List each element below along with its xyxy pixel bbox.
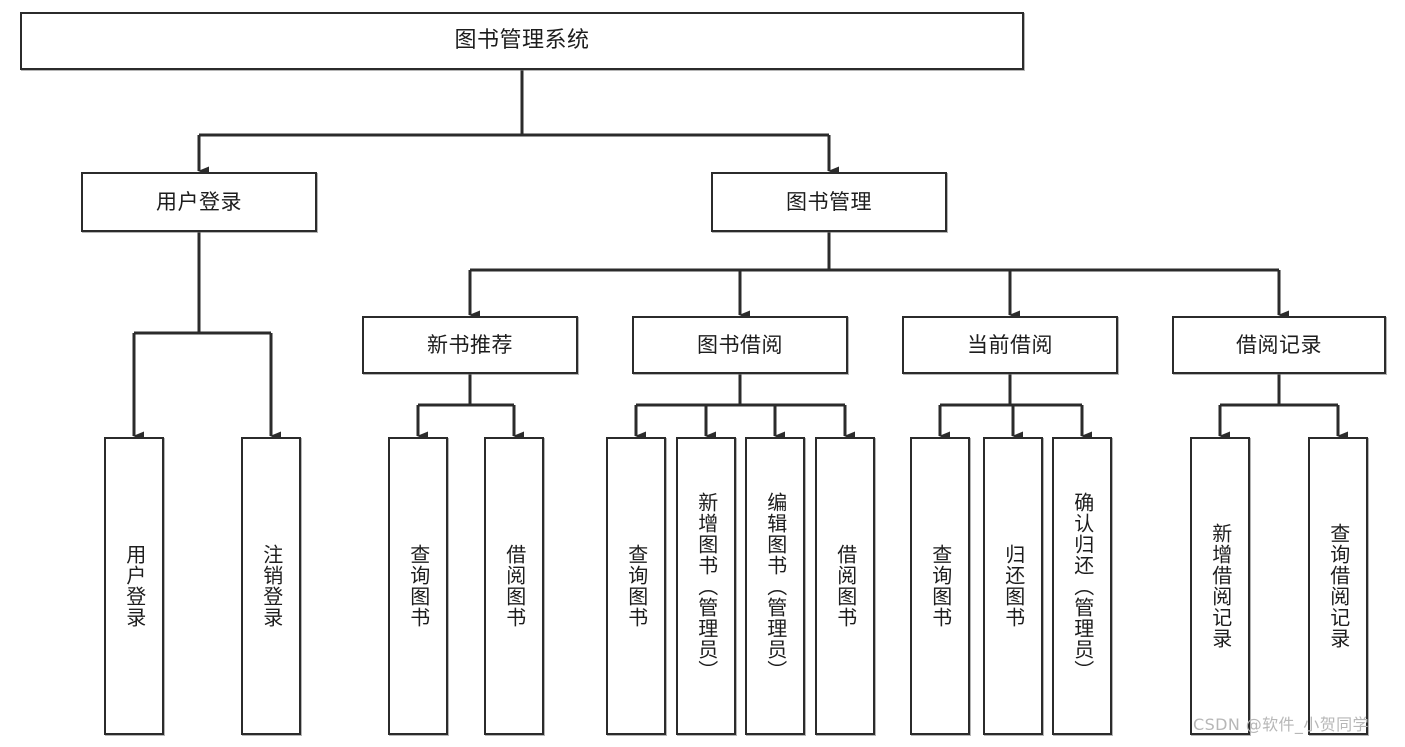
node-book-manage[interactable]: 图书管理 [711, 172, 947, 232]
node-label: 借阅图书 [502, 544, 527, 628]
node-label: 查询借阅记录 [1326, 523, 1351, 649]
node-leaf-query-record[interactable]: 查询借阅记录 [1308, 437, 1368, 735]
node-label: 编辑图书（管理员） [763, 491, 788, 681]
node-label: 确认归还（管理员） [1070, 491, 1095, 681]
node-current-borrow[interactable]: 当前借阅 [902, 316, 1118, 374]
connector-group [132, 70, 1348, 441]
node-label: 新增借阅记录 [1208, 523, 1233, 649]
node-leaf-borrow-book-2[interactable]: 借阅图书 [815, 437, 875, 735]
node-label: 借阅记录 [1236, 332, 1322, 357]
node-leaf-confirm-return[interactable]: 确认归还（管理员） [1052, 437, 1112, 735]
node-label: 新增图书（管理员） [694, 491, 719, 681]
node-user-login[interactable]: 用户登录 [81, 172, 317, 232]
node-label: 查询图书 [406, 544, 431, 628]
node-label: 借阅图书 [833, 544, 858, 628]
node-leaf-add-book[interactable]: 新增图书（管理员） [676, 437, 736, 735]
node-label: 用户登录 [156, 189, 242, 214]
node-label: 图书管理系统 [454, 28, 590, 54]
node-label: 查询图书 [624, 544, 649, 628]
node-borrow-record[interactable]: 借阅记录 [1172, 316, 1386, 374]
node-book-borrow[interactable]: 图书借阅 [632, 316, 848, 374]
node-new-book-recommend[interactable]: 新书推荐 [362, 316, 578, 374]
node-label: 图书管理 [786, 189, 872, 214]
node-leaf-borrow-book-1[interactable]: 借阅图书 [484, 437, 544, 735]
node-leaf-return-book[interactable]: 归还图书 [983, 437, 1043, 735]
node-leaf-edit-book[interactable]: 编辑图书（管理员） [745, 437, 805, 735]
node-label: 归还图书 [1001, 544, 1026, 628]
node-leaf-query-book-3[interactable]: 查询图书 [910, 437, 970, 735]
node-label: 当前借阅 [967, 332, 1053, 357]
node-leaf-user-logout[interactable]: 注销登录 [241, 437, 301, 735]
node-label: 图书借阅 [697, 332, 783, 357]
node-label: 用户登录 [122, 544, 147, 628]
node-leaf-query-book-2[interactable]: 查询图书 [606, 437, 666, 735]
node-root[interactable]: 图书管理系统 [20, 12, 1024, 70]
node-label: 注销登录 [259, 544, 284, 628]
node-leaf-query-book-1[interactable]: 查询图书 [388, 437, 448, 735]
node-leaf-user-login[interactable]: 用户登录 [104, 437, 164, 735]
node-label: 查询图书 [928, 544, 953, 628]
node-leaf-add-record[interactable]: 新增借阅记录 [1190, 437, 1250, 735]
node-label: 新书推荐 [427, 332, 513, 357]
